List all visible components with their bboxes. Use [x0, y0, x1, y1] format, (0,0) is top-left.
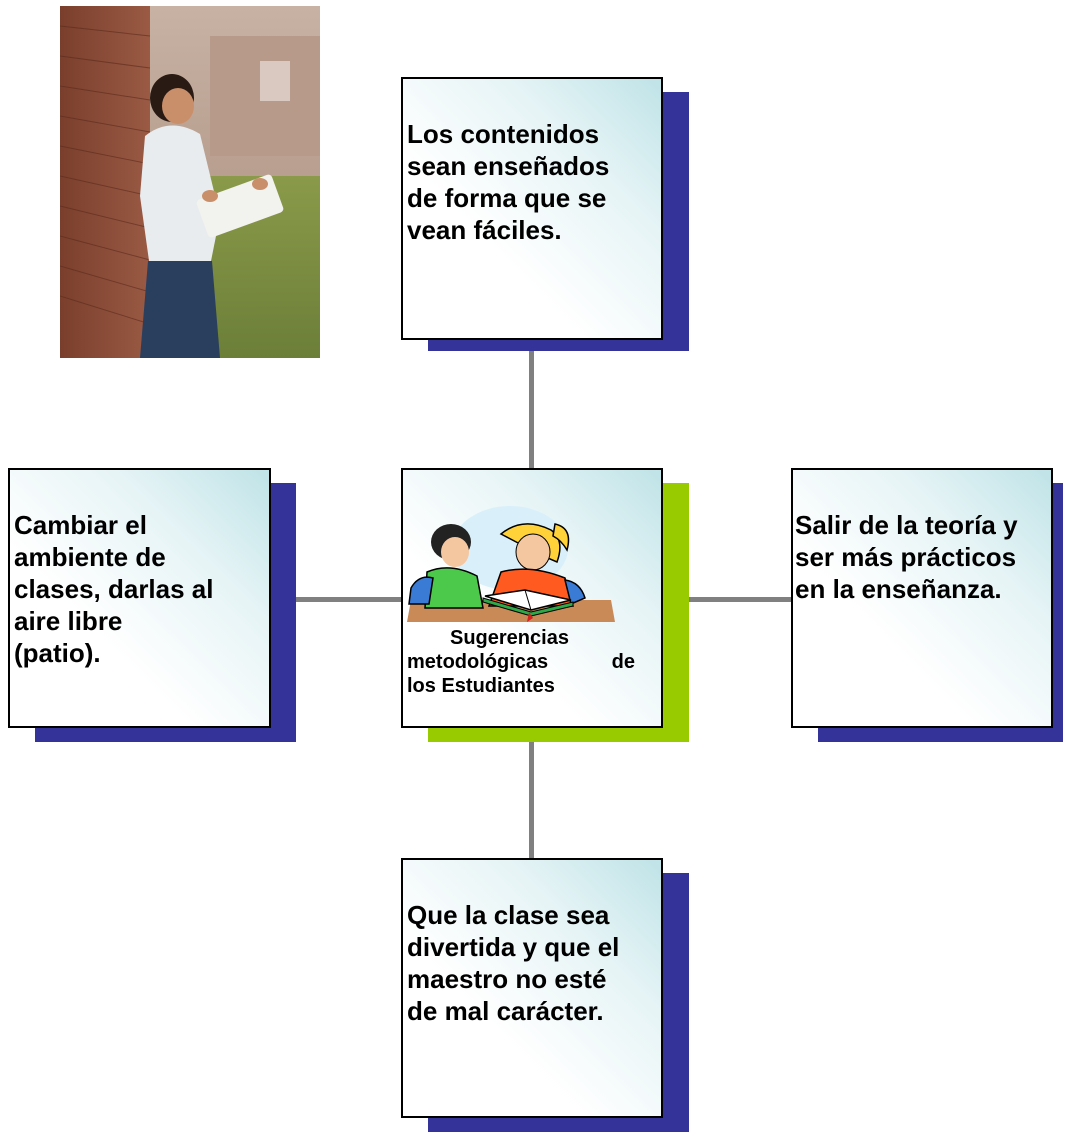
- connector-right: [662, 597, 792, 602]
- left-node-text: Cambiar el ambiente de clases, darlas al…: [14, 510, 214, 668]
- student-photo: [60, 6, 320, 358]
- bottom-node-text: Que la clase sea divertida y que el maes…: [407, 900, 620, 1026]
- center-title-line-2: metodológicas de: [407, 651, 635, 673]
- connector-left: [270, 597, 402, 602]
- bottom-node: Que la clase sea divertida y que el maes…: [401, 858, 663, 1118]
- center-title-line-3: los Estudiantes: [407, 675, 555, 697]
- top-node-text: Los contenidos sean enseñados de forma q…: [407, 119, 610, 245]
- right-node: Salir de la teoría y ser más prácticos e…: [791, 468, 1053, 728]
- right-node-text: Salir de la teoría y ser más prácticos e…: [795, 510, 1018, 604]
- connector-top: [529, 340, 534, 470]
- center-node: Sugerencias metodológicas de los Estudia…: [401, 468, 663, 728]
- children-reading-clipart: [405, 500, 615, 625]
- center-title: Sugerencias metodológicas de los Estudia…: [407, 626, 635, 698]
- connector-bottom: [529, 726, 534, 860]
- center-title-line-1: Sugerencias: [450, 627, 569, 649]
- left-node: Cambiar el ambiente de clases, darlas al…: [8, 468, 271, 728]
- top-node: Los contenidos sean enseñados de forma q…: [401, 77, 663, 340]
